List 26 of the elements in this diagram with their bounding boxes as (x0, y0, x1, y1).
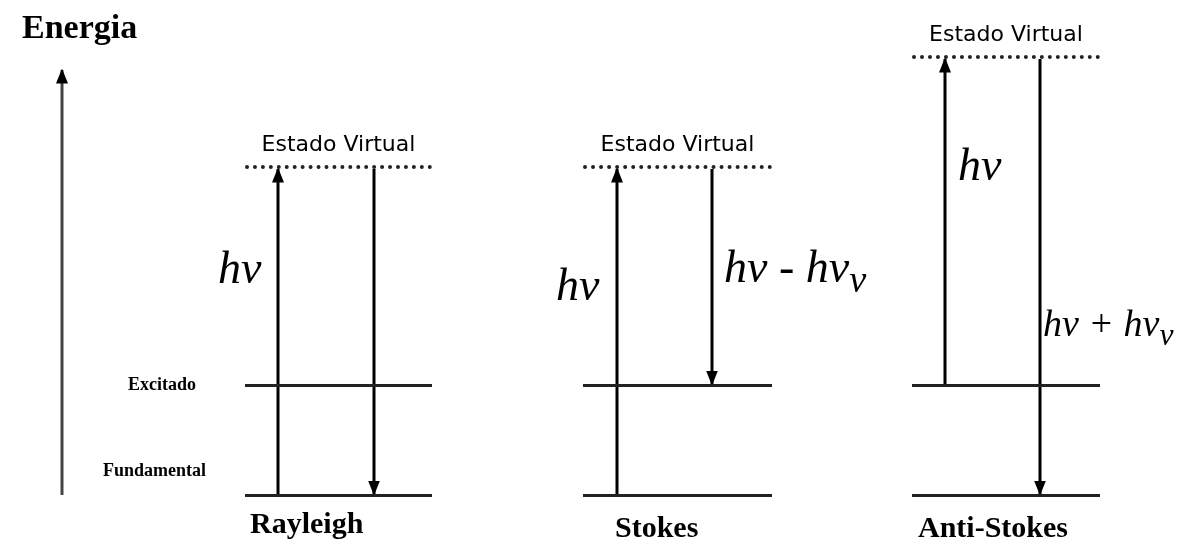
energy-level-line (912, 384, 1100, 387)
arrow (611, 167, 623, 494)
panel-title: Anti-Stokes (918, 512, 1068, 542)
axis-title: Energia (22, 10, 138, 44)
arrow (1034, 59, 1046, 496)
arrow (939, 57, 951, 384)
arrow (272, 167, 284, 494)
edge-label: hv (556, 262, 600, 308)
edge-label: hv + hν$_{ν}$ (1043, 304, 1174, 351)
level-label: Estado Virtual (928, 21, 1084, 47)
arrow (368, 169, 380, 496)
level-label: Estado Virtual (260, 131, 417, 157)
level-label: Excitado (128, 374, 196, 395)
energy-level-line (583, 384, 772, 387)
energy-level-line (245, 384, 432, 387)
edge-label: hv (218, 245, 262, 291)
panel-title: Stokes (615, 512, 699, 542)
energy-level-line (583, 494, 772, 497)
energy-level-line (912, 494, 1100, 497)
panel-title: Rayleigh (250, 508, 364, 538)
level-label: Fundamental (103, 460, 207, 481)
arrow (706, 169, 718, 386)
edge-label: hv (958, 142, 1002, 188)
edge-label: hv - hν$_{ν}$ (724, 244, 867, 299)
energy-level-line (245, 494, 432, 497)
level-label: Estado Virtual (599, 131, 756, 157)
